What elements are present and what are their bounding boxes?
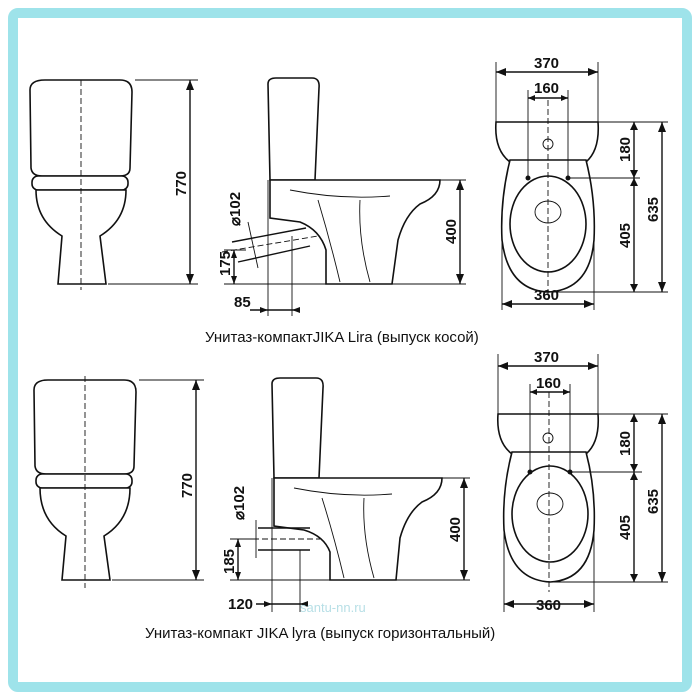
seat-height-label: 400 (443, 219, 460, 244)
tank-depth-label-2: 180 (617, 431, 634, 456)
pipe-diameter-label-2: ⌀102 (231, 486, 248, 520)
outlet-height-label: 175 (217, 251, 234, 276)
hole-spacing-label: 160 (534, 80, 559, 97)
width-total-label-2: 370 (534, 349, 559, 366)
hole-spacing-label-2: 160 (536, 375, 561, 392)
diagram-2: 770 ⌀102 185 (33, 349, 668, 642)
bowl-width-label: 360 (534, 287, 559, 304)
outlet-offset-label: 85 (234, 294, 251, 311)
side-view-1: ⌀102 175 85 400 (217, 77, 466, 316)
height-total-label: 770 (173, 171, 190, 196)
width-total-label: 370 (534, 55, 559, 72)
front-view-1: 770 (29, 79, 198, 290)
diagram-1: 770 ⌀102 175 (29, 55, 668, 346)
bowl-length-label-2: 405 (617, 515, 634, 540)
top-view-2: 370 160 180 405 635 (496, 349, 668, 614)
seat-height-label-2: 400 (447, 517, 464, 542)
tank-depth-label: 180 (617, 137, 634, 162)
outlet-offset-label-2: 120 (228, 596, 253, 613)
total-depth-label: 635 (645, 197, 662, 222)
caption-1: Унитаз-компактJIKA Lira (выпуск косой) (205, 329, 479, 346)
outlet-height-label-2: 185 (221, 549, 238, 574)
pipe-diameter-label: ⌀102 (227, 192, 244, 226)
side-view-2: ⌀102 185 120 400 (221, 377, 470, 613)
front-view-2: 770 (33, 376, 204, 588)
height-total-label-2: 770 (179, 473, 196, 498)
watermark: santu-nn.ru (300, 600, 366, 615)
frame-border (8, 8, 692, 692)
top-view-1: 370 160 180 405 635 (494, 55, 668, 310)
bowl-width-label-2: 360 (536, 597, 561, 614)
total-depth-label-2: 635 (645, 489, 662, 514)
bowl-length-label: 405 (617, 223, 634, 248)
caption-2: Унитаз-компакт JIKA lyra (выпуск горизон… (145, 625, 495, 642)
